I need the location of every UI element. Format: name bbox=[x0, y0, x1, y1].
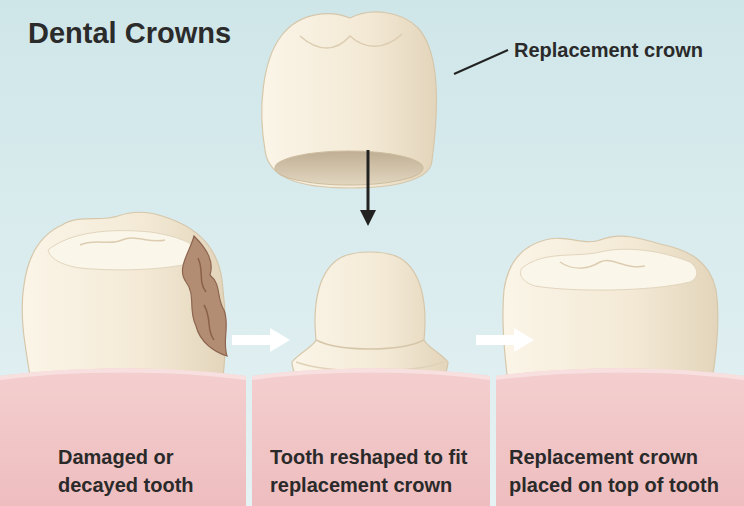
step-arrow bbox=[476, 335, 514, 345]
leader-line bbox=[454, 50, 508, 74]
part-label: Replacement crown bbox=[514, 38, 703, 62]
replacement-crown bbox=[262, 12, 437, 226]
panel-caption: Tooth reshaped to fit replacement crown bbox=[270, 443, 485, 499]
panel-band: Tooth reshaped to fit replacement crown bbox=[252, 220, 490, 506]
gum-edge bbox=[252, 371, 490, 379]
panel-band: Replacement crown placed on top of tooth bbox=[496, 220, 744, 506]
panel-caption: Replacement crown placed on top of tooth bbox=[509, 443, 734, 499]
gum-edge bbox=[0, 371, 246, 379]
panel-caption: Damaged or decayed tooth bbox=[58, 443, 233, 499]
gum-edge bbox=[496, 371, 744, 379]
diagram-title: Dental Crowns bbox=[28, 16, 231, 50]
gum-shape bbox=[252, 369, 490, 506]
gum-shape bbox=[496, 369, 744, 506]
gum-shape bbox=[0, 369, 246, 506]
panel-band: Damaged or decayed tooth bbox=[0, 220, 246, 506]
step-arrow bbox=[232, 335, 270, 345]
